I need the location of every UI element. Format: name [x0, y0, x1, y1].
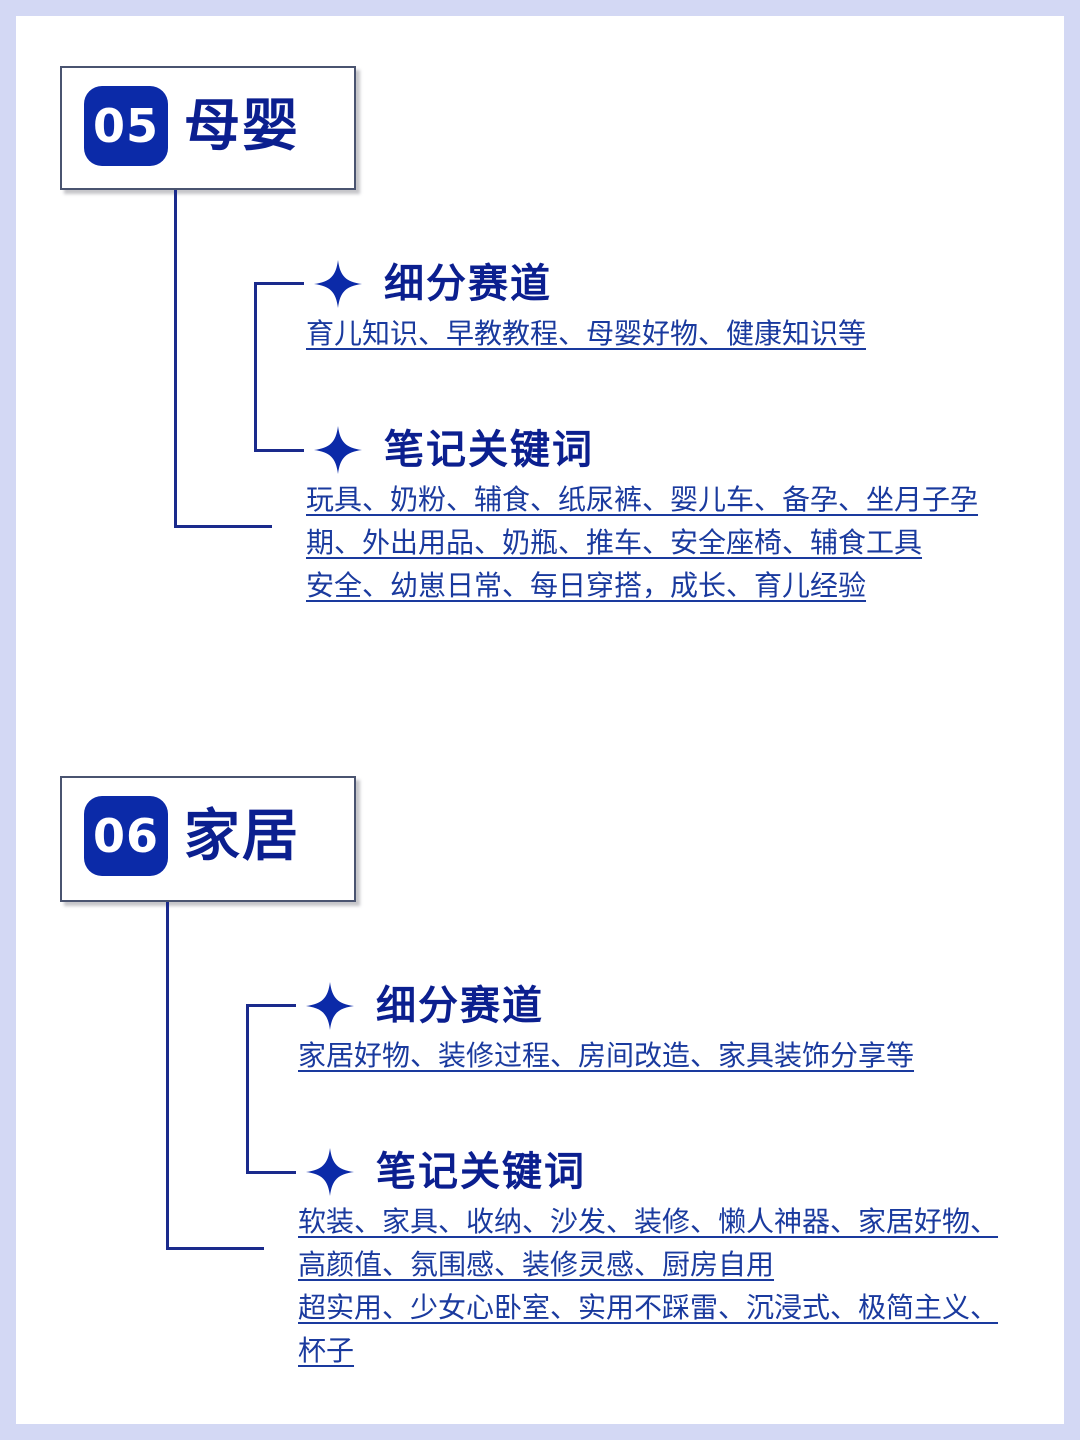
four-point-star-icon	[306, 1148, 354, 1196]
section-title: 母婴	[184, 94, 300, 159]
section-title: 家居	[184, 804, 300, 869]
page: 05 母婴 细分赛道 育儿知识、早教教程、母婴好物、健康知识等 笔记关键词 玩具…	[16, 16, 1064, 1424]
connector-line	[254, 449, 304, 452]
section-number-badge: 06	[84, 796, 168, 876]
connector-line	[246, 1171, 296, 1174]
connector-line	[254, 282, 257, 452]
connector-line	[246, 1004, 249, 1174]
sub-category-heading: 细分赛道	[376, 983, 544, 1029]
connector-line	[246, 1004, 296, 1007]
keyword-line: 安全、幼崽日常、每日穿搭，成长、育儿经验	[306, 569, 867, 602]
section-home-living: 06 家居 细分赛道 家居好物、装修过程、房间改造、家具装饰分享等 笔记关键词 …	[16, 776, 1064, 1376]
keyword-line: 玩具、奶粉、辅食、纸尿裤、婴儿车、备孕、坐月子孕	[306, 483, 979, 516]
connector-line	[174, 190, 177, 528]
section-maternal-infant: 05 母婴 细分赛道 育儿知识、早教教程、母婴好物、健康知识等 笔记关键词 玩具…	[16, 66, 1064, 626]
keyword-line: 期、外出用品、奶瓶、推车、安全座椅、辅食工具	[306, 526, 923, 559]
section-number-badge: 05	[84, 86, 168, 166]
four-point-star-icon	[314, 260, 362, 308]
keywords-heading: 笔记关键词	[384, 427, 594, 473]
connector-line	[254, 282, 304, 285]
keyword-line: 软装、家具、收纳、沙发、装修、懒人神器、家居好物、	[298, 1205, 999, 1238]
sub-category-text: 家居好物、装修过程、房间改造、家具装饰分享等	[298, 1039, 915, 1072]
keywords-heading: 笔记关键词	[376, 1149, 586, 1195]
connector-line	[166, 1247, 264, 1250]
connector-line	[174, 525, 272, 528]
section-title-box: 06 家居	[60, 776, 356, 902]
sub-category-heading: 细分赛道	[384, 261, 552, 307]
four-point-star-icon	[306, 982, 354, 1030]
keyword-line: 超实用、少女心卧室、实用不踩雷、沉浸式、极简主义、	[298, 1291, 999, 1324]
keyword-line: 杯子	[298, 1334, 355, 1367]
section-title-box: 05 母婴	[60, 66, 356, 190]
keyword-line: 高颜值、氛围感、装修灵感、厨房自用	[298, 1248, 775, 1281]
connector-line	[166, 902, 169, 1250]
sub-category-text: 育儿知识、早教教程、母婴好物、健康知识等	[306, 317, 867, 350]
four-point-star-icon	[314, 426, 362, 474]
